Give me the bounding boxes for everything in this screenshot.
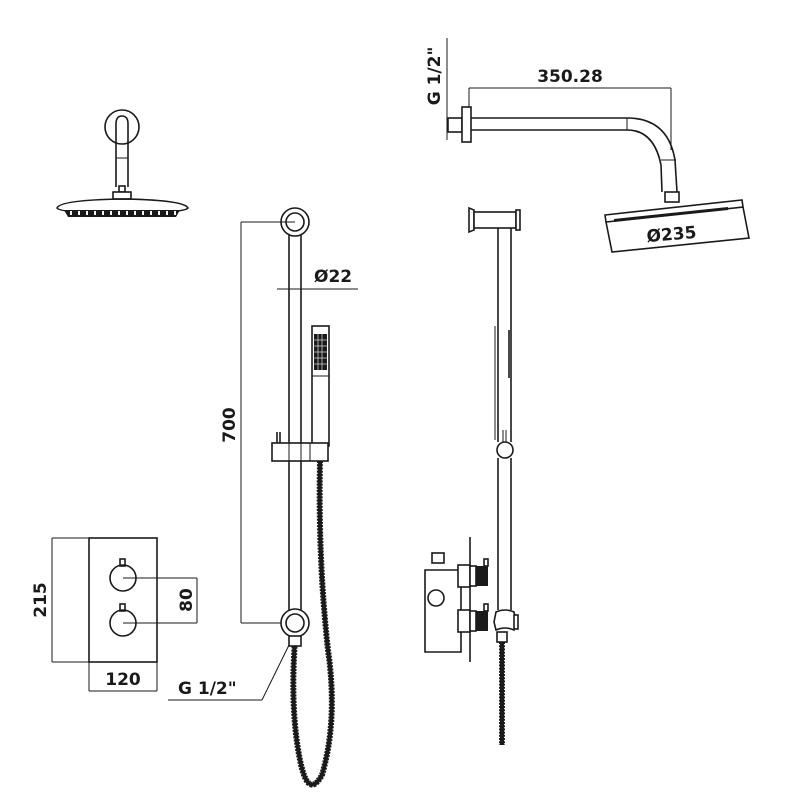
slide-rail-front-view: 700 Ø22 bbox=[168, 207, 358, 788]
arm-length-label: 350.28 bbox=[537, 67, 603, 87]
handle-spacing-label: 80 bbox=[177, 588, 197, 612]
rail-diameter-label: Ø22 bbox=[314, 267, 352, 287]
arm-inlet-thread-label: G 1/2" bbox=[425, 47, 445, 106]
side-view: G 1/2" 350.28 Ø235 bbox=[424, 38, 750, 745]
valve-front-view: 80 215 120 bbox=[31, 537, 198, 692]
head-diameter-label: Ø235 bbox=[646, 223, 697, 247]
shower-head-front-view bbox=[56, 109, 189, 217]
plate-width-label: 120 bbox=[105, 670, 141, 690]
rail-length-label: 700 bbox=[220, 407, 240, 443]
outlet-thread-label: G 1/2" bbox=[178, 679, 237, 699]
plate-height-label: 215 bbox=[31, 582, 51, 618]
